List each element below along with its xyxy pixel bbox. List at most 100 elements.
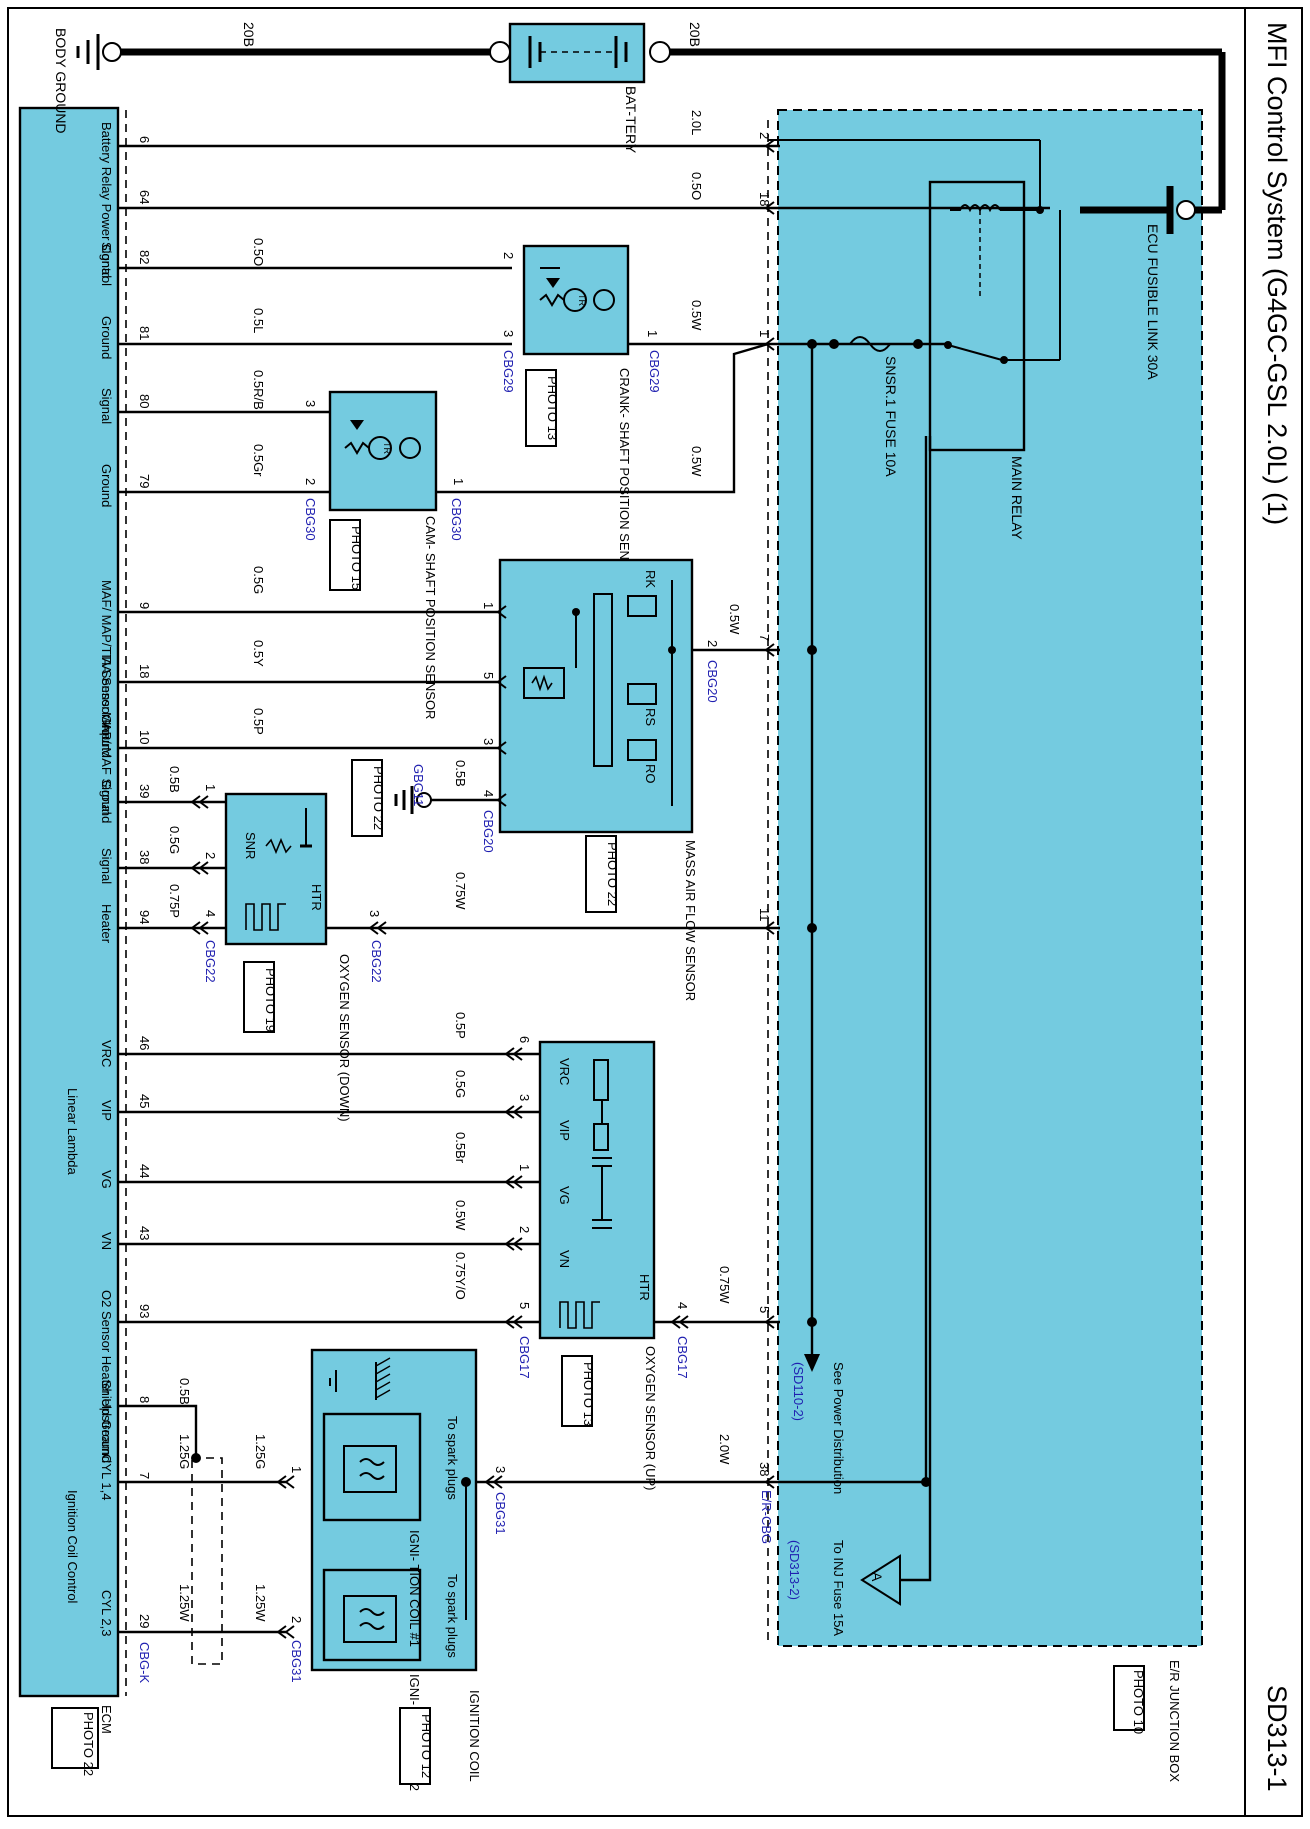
ecm-pin-80: 80 — [137, 394, 152, 408]
ckp-photo-box — [525, 369, 557, 447]
ecm-pin-44: 44 — [137, 1164, 152, 1178]
ecm-pin-18: 18 — [137, 664, 152, 678]
ecm-sig-linear-lambda: Linear Lambda — [65, 1088, 80, 1175]
jb-pin-5: 5 — [757, 1306, 772, 1313]
cmp-name: CAM- SHAFT POSITION SENSOR — [423, 516, 438, 719]
page-id: SD313-1 — [1262, 1685, 1292, 1792]
jb-pin-2: 2 — [757, 132, 772, 139]
o2-down-photo: PHOTO 19 — [263, 968, 278, 1032]
ecm-pin-46: 46 — [137, 1036, 152, 1050]
o2-up-vn: VN — [557, 1250, 572, 1268]
wl-79r: 0.5W — [689, 446, 704, 477]
ecm-sig-ground-39: Ground — [99, 780, 114, 823]
o2-down-pin-4: 4 — [203, 910, 218, 917]
o2-up-vip: VIP — [557, 1120, 572, 1141]
o2-down-conn-right: CBG22 — [369, 940, 384, 983]
ecm-pin-64: 64 — [137, 190, 152, 204]
wire-labels: 2.0L 0.5O 0.5O 0.5L 0.5W 0.5R/B 0.5Gr 0.… — [167, 110, 742, 1622]
ign-pin-1: 1 — [289, 1466, 304, 1473]
page-title: MFI Control System (G4GC-GSL 2.0L) (1) — [1262, 22, 1292, 525]
battery-terminal-neg — [489, 41, 511, 63]
cmp-pin-3: 3 — [303, 400, 318, 407]
cmp-conn-right: CBG30 — [449, 498, 464, 541]
relay-coil-icon — [768, 139, 1044, 300]
body-ground-label: BODY GROUND — [53, 28, 69, 134]
wl-44: 0.5Br — [453, 1132, 468, 1164]
ecm-sig-maf-ground: MAF/ MAP/TIA Sensor Ground — [99, 580, 114, 758]
jb-pin-7: 7 — [757, 634, 772, 641]
to-inj-connector — [860, 1554, 901, 1606]
ckp-photo: PHOTO 13 — [545, 376, 560, 440]
er-cbg-conn: E/R-CBG — [759, 1490, 774, 1544]
battery-terminal-pos — [649, 41, 671, 63]
o2-up-pin-4: 4 — [675, 1302, 690, 1309]
wl-11: 0.75W — [453, 872, 468, 910]
wl-7a: 0.5W — [727, 604, 742, 635]
ckp-conn-right: CBG29 — [647, 350, 662, 393]
o2-down-snr-icon — [245, 808, 312, 931]
ign-plugs-2: To spark plugs — [445, 1574, 460, 1658]
ecm-sig-battery-relay: Battery Relay Power Control — [99, 122, 114, 286]
ecm-pin-38: 38 — [137, 850, 152, 864]
o2-up-name: OXYGEN SENSOR (UP) — [643, 1346, 658, 1490]
wl-5: 0.75W — [717, 1266, 732, 1304]
maf-conn-left: CBG20 — [481, 810, 496, 853]
ecm-sig-map-maf: MAP/ MAF Signal — [99, 712, 114, 815]
ecm-sig-signal-38: Signal — [99, 848, 114, 884]
o2-up-pin-1: 1 — [517, 1164, 532, 1171]
ecm-pin-8: 8 — [137, 1396, 152, 1403]
ecm-pin-6: 6 — [137, 136, 152, 143]
fuse-icon — [829, 336, 923, 352]
o2-down-name: OXYGEN SENSOR (DOWN) — [337, 954, 352, 1122]
fusible-link-label: ECU FUSIBLE LINK 30A — [1145, 224, 1161, 380]
ecm-sig-o2-heater: O2 Sensor Heater Upstream — [99, 1290, 114, 1455]
maf-photo: PHOTO 22 — [605, 842, 620, 906]
wl-7: 1.25G — [177, 1434, 192, 1469]
cmp-photo-box — [329, 519, 361, 591]
wl-29b: 1.25W — [253, 1584, 268, 1622]
o2-up-conn-left: CBG17 — [517, 1336, 532, 1379]
ecm-pins: 6 64 82 81 80 79 9 18 10 39 38 94 46 45 … — [137, 136, 152, 1628]
wire-cmp-jb — [436, 342, 769, 494]
see-power-ref: (SD110-2) — [791, 1362, 806, 1421]
ecm-pin-29: 29 — [137, 1614, 152, 1628]
ecm-pin-10: 10 — [137, 730, 152, 744]
ecm-sig-vrc: VRC — [99, 1040, 114, 1067]
ckp-pin-3: 3 — [501, 330, 516, 337]
gbg11-ground-icon — [394, 786, 432, 814]
ecm-pin-94: 94 — [137, 910, 152, 924]
ign-photo: PHOTO 12 — [419, 1714, 434, 1778]
wire-label-20b-right: 20B — [687, 22, 703, 47]
wl-81r: 0.5W — [689, 300, 704, 331]
wl-43: 0.5W — [453, 1200, 468, 1231]
o2-up-pin-3: 3 — [517, 1094, 532, 1101]
jb-pin-11: 11 — [757, 908, 772, 922]
maf-rs: RS — [643, 708, 658, 726]
wl-7b: 1.25G — [253, 1434, 268, 1469]
wire-label-20b-left: 20B — [241, 22, 257, 47]
o2-up-pin-6: 6 — [517, 1036, 532, 1043]
page-frame — [7, 7, 1303, 1817]
ecm-pin-93: 93 — [137, 1304, 152, 1318]
see-power-label: See Power Distribution — [831, 1362, 846, 1494]
ecm-sig-cyl14: CYL 1,4 — [99, 1454, 114, 1501]
maf-bridge-icon — [523, 580, 676, 806]
ecm-sig-signal-80: Signal — [99, 388, 114, 424]
main-relay-label: MAIN RELAY — [1009, 456, 1025, 540]
ecm-pin-43: 43 — [137, 1226, 152, 1240]
wl-94: 0.75P — [167, 884, 182, 918]
main-relay-box — [928, 180, 1026, 452]
cmp-tr: TR — [382, 442, 392, 454]
ckp-conn-left: CBG29 — [501, 350, 516, 393]
wl-46: 0.5P — [453, 1012, 468, 1039]
ign-coil-internals-icon — [322, 1357, 471, 1662]
wl-82: 0.5O — [251, 238, 266, 266]
maf-pin-3: 3 — [481, 738, 496, 745]
wire-pin8 — [118, 1404, 198, 1458]
o2-up-photo: PHOTO 13 — [581, 1362, 596, 1426]
cmp-pin-2: 2 — [303, 478, 318, 485]
wl-29: 1.25W — [177, 1584, 192, 1622]
maf-ro: RO — [643, 764, 658, 784]
o2-down-box — [224, 792, 328, 946]
